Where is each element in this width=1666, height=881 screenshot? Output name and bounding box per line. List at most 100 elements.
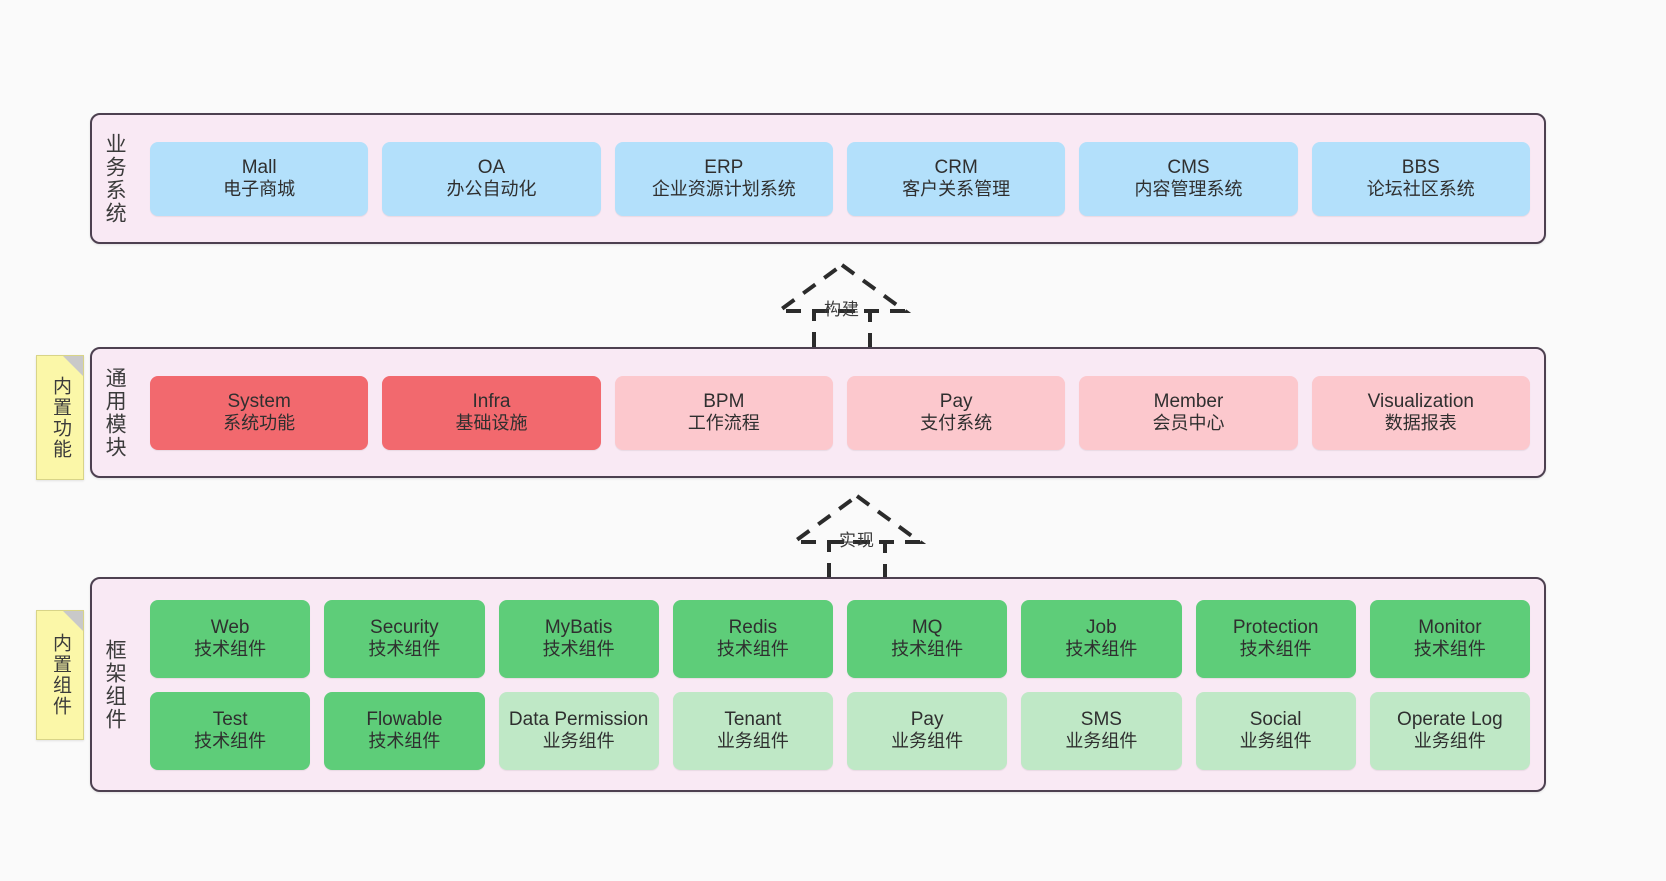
node-title: BPM xyxy=(703,390,745,412)
node-infra[interactable]: Infra 基础设施 xyxy=(382,375,601,450)
node-job[interactable]: Job 技术组件 xyxy=(1021,599,1182,678)
common-layer-body: System 系统功能 Infra 基础设施 BPM 工作流程 Pay 支付系统… xyxy=(136,349,1544,476)
node-title: Social xyxy=(1249,708,1302,730)
node-title: Redis xyxy=(728,616,778,638)
node-title: SMS xyxy=(1080,708,1122,730)
node-title: Visualization xyxy=(1367,390,1474,412)
node-subtitle: 系统功能 xyxy=(223,413,296,434)
note-fold-corner-icon xyxy=(63,356,83,376)
node-subtitle: 会员中心 xyxy=(1152,413,1225,434)
node-subtitle: 企业资源计划系统 xyxy=(651,179,796,200)
node-title: MyBatis xyxy=(544,616,613,638)
node-title: BBS xyxy=(1401,156,1440,178)
node-subtitle: 客户关系管理 xyxy=(902,179,1011,200)
business-layer-label: 业务系统 xyxy=(103,132,127,225)
node-subtitle: 技术组件 xyxy=(368,639,441,660)
node-protection[interactable]: Protection 技术组件 xyxy=(1195,599,1356,678)
node-title: System xyxy=(227,390,291,412)
node-security[interactable]: Security 技术组件 xyxy=(324,599,485,678)
node-subtitle: 业务组件 xyxy=(1065,731,1138,752)
node-bbs[interactable]: BBS 论坛社区系统 xyxy=(1311,141,1530,216)
dashed-generalization-arrow-icon xyxy=(772,262,912,353)
note-text: 内置组件 xyxy=(49,633,71,717)
node-subtitle: 业务组件 xyxy=(1239,731,1312,752)
node-pay[interactable]: Pay 支付系统 xyxy=(846,375,1066,450)
node-subtitle: 业务组件 xyxy=(542,731,615,752)
framework-layer-body: Web 技术组件 Security 技术组件 MyBatis 技术组件 Redi… xyxy=(136,579,1544,790)
note-builtin-component: 内置组件 xyxy=(36,610,84,740)
node-test[interactable]: Test 技术组件 xyxy=(150,691,311,770)
node-oa[interactable]: OA 办公自动化 xyxy=(382,141,601,216)
build-relation-arrow: 构建 xyxy=(757,259,927,355)
node-title: Pay xyxy=(910,708,944,730)
node-subtitle: 技术组件 xyxy=(716,639,789,660)
node-bpm[interactable]: BPM 工作流程 xyxy=(614,375,833,450)
node-title: Flowable xyxy=(366,708,443,730)
node-member[interactable]: Member 会员中心 xyxy=(1079,375,1298,450)
node-subtitle: 数据报表 xyxy=(1384,413,1457,434)
node-subtitle: 技术组件 xyxy=(1239,639,1312,660)
node-title: Tenant xyxy=(724,708,782,730)
node-sms[interactable]: SMS 业务组件 xyxy=(1021,691,1182,770)
business-node-row: Mall 电子商城 OA 办公自动化 ERP 企业资源计划系统 CRM 客户关系… xyxy=(150,141,1530,216)
node-subtitle: 支付系统 xyxy=(920,413,993,434)
node-subtitle: 技术组件 xyxy=(194,639,267,660)
node-redis[interactable]: Redis 技术组件 xyxy=(672,599,833,678)
node-monitor[interactable]: Monitor 技术组件 xyxy=(1369,599,1530,678)
node-web[interactable]: Web 技术组件 xyxy=(150,599,311,678)
node-data-permission[interactable]: Data Permission 业务组件 xyxy=(498,691,659,770)
node-erp[interactable]: ERP 企业资源计划系统 xyxy=(614,141,833,216)
node-title: Data Permission xyxy=(508,708,649,730)
note-builtin-function: 内置功能 xyxy=(36,355,84,480)
node-subtitle: 技术组件 xyxy=(194,731,267,752)
note-fold-corner-icon xyxy=(63,611,83,631)
node-system[interactable]: System 系统功能 xyxy=(150,375,369,450)
implement-relation-arrow: 实现 xyxy=(772,490,942,586)
node-title: OA xyxy=(477,156,506,178)
node-subtitle: 办公自动化 xyxy=(446,179,537,200)
node-subtitle: 技术组件 xyxy=(1065,639,1138,660)
node-social[interactable]: Social 业务组件 xyxy=(1195,691,1356,770)
common-module-layer: 通用模块 System 系统功能 Infra 基础设施 BPM 工作流程 Pay… xyxy=(90,347,1546,478)
node-title: CMS xyxy=(1167,156,1210,178)
node-title: Security xyxy=(370,616,439,638)
dashed-generalization-arrow-icon xyxy=(787,493,927,584)
node-subtitle: 技术组件 xyxy=(542,639,615,660)
node-tenant[interactable]: Tenant 业务组件 xyxy=(672,691,833,770)
node-operate-log[interactable]: Operate Log 业务组件 xyxy=(1369,691,1530,770)
framework-layer-label: 框架组件 xyxy=(103,638,127,731)
node-mybatis[interactable]: MyBatis 技术组件 xyxy=(498,599,659,678)
node-visualization[interactable]: Visualization 数据报表 xyxy=(1311,375,1530,450)
node-title: Pay xyxy=(939,390,973,412)
node-title: Monitor xyxy=(1418,616,1482,638)
node-flowable[interactable]: Flowable 技术组件 xyxy=(324,691,485,770)
node-subtitle: 基础设施 xyxy=(455,413,528,434)
node-subtitle: 业务组件 xyxy=(1413,731,1486,752)
common-layer-label: 通用模块 xyxy=(103,366,127,459)
node-subtitle: 技术组件 xyxy=(368,731,441,752)
node-subtitle: 业务组件 xyxy=(891,731,964,752)
arrow-label: 构建 xyxy=(824,300,860,319)
node-pay-component[interactable]: Pay 业务组件 xyxy=(847,691,1008,770)
note-text: 内置功能 xyxy=(49,375,71,460)
node-subtitle: 论坛社区系统 xyxy=(1366,179,1475,200)
node-title: Web xyxy=(210,616,250,638)
node-crm[interactable]: CRM 客户关系管理 xyxy=(846,141,1066,216)
node-title: Mall xyxy=(241,156,277,178)
node-subtitle: 电子商城 xyxy=(223,179,296,200)
arrow-label: 实现 xyxy=(839,531,875,550)
business-system-layer: 业务系统 Mall 电子商城 OA 办公自动化 ERP 企业资源计划系统 CRM… xyxy=(90,113,1546,244)
business-layer-body: Mall 电子商城 OA 办公自动化 ERP 企业资源计划系统 CRM 客户关系… xyxy=(136,115,1544,242)
framework-component-layer: 框架组件 Web 技术组件 Security 技术组件 MyBatis 技术组件… xyxy=(90,577,1546,792)
node-mq[interactable]: MQ 技术组件 xyxy=(847,599,1008,678)
node-subtitle: 技术组件 xyxy=(1413,639,1486,660)
node-title: Member xyxy=(1153,390,1224,412)
node-subtitle: 业务组件 xyxy=(716,731,789,752)
node-title: MQ xyxy=(911,616,943,638)
node-title: Job xyxy=(1086,616,1117,638)
framework-node-row-2: Test 技术组件 Flowable 技术组件 Data Permission … xyxy=(150,691,1530,770)
node-title: Infra xyxy=(472,390,511,412)
node-mall[interactable]: Mall 电子商城 xyxy=(150,141,369,216)
node-cms[interactable]: CMS 内容管理系统 xyxy=(1079,141,1298,216)
